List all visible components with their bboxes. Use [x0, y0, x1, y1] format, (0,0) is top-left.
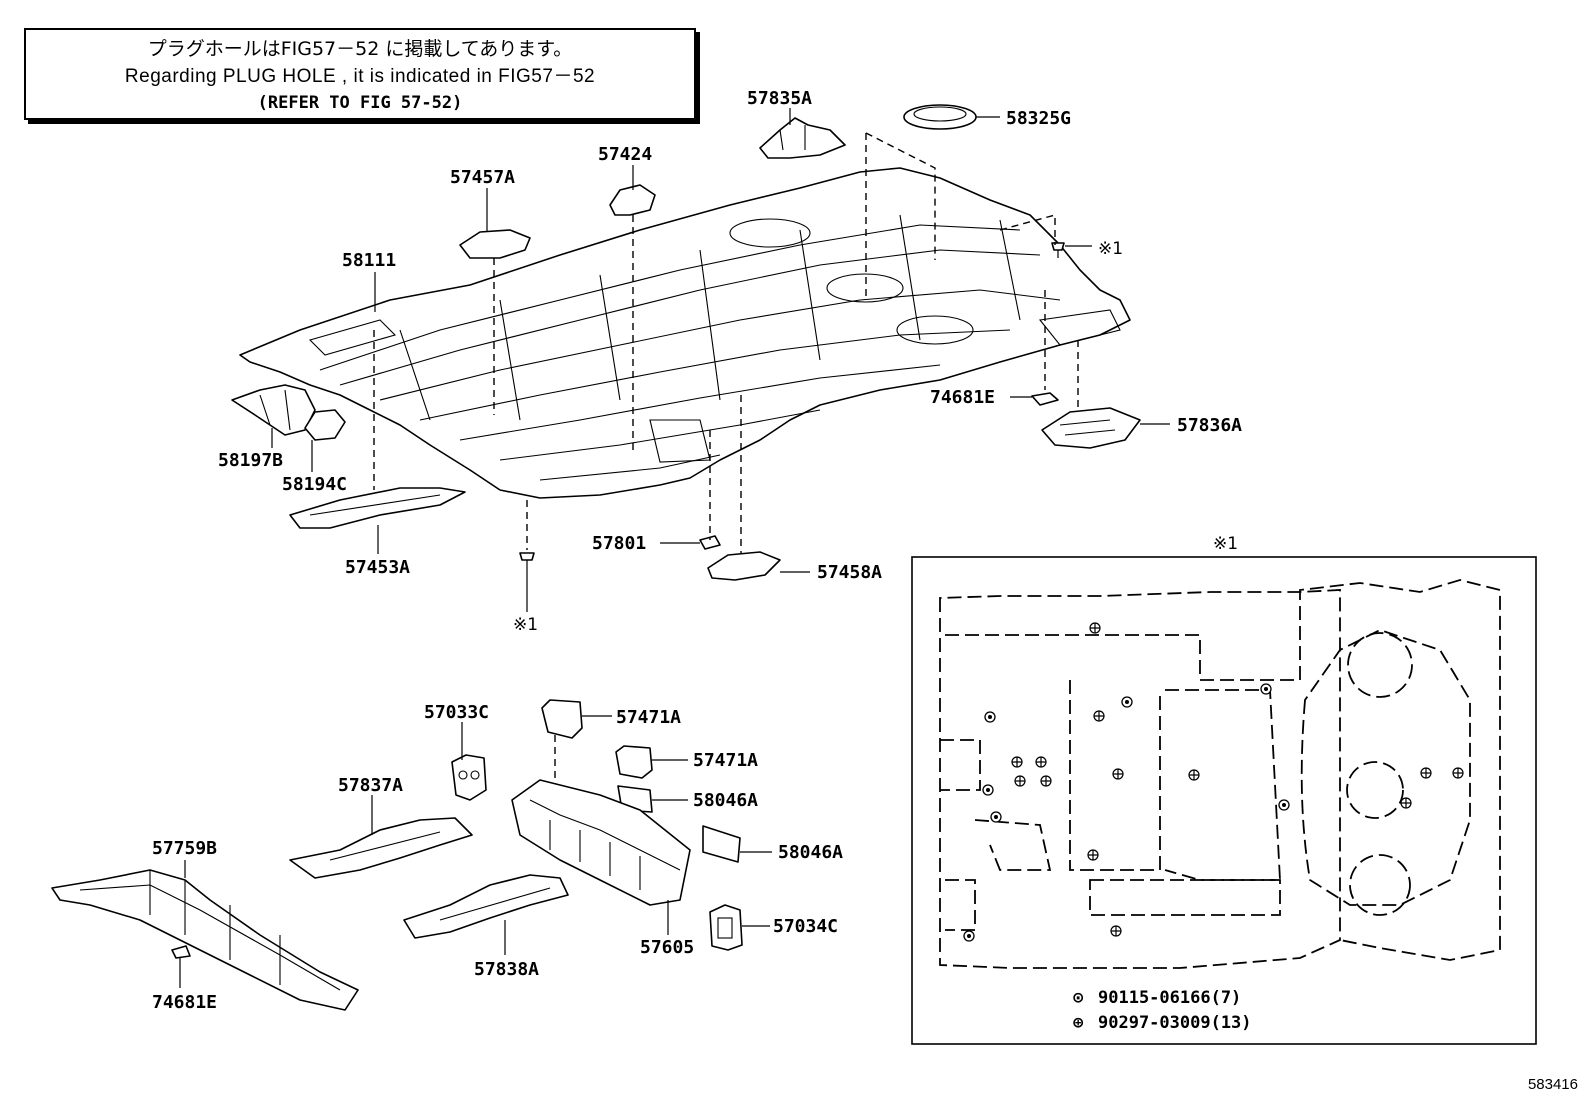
label-57838A: 57838A [474, 959, 539, 980]
label-57457A: 57457A [450, 167, 515, 188]
clip-74681E-bottom[interactable] [171, 945, 191, 959]
crossmember-57605[interactable] [511, 779, 691, 906]
bolt-bottom[interactable] [519, 552, 535, 578]
legend-plug-symbol: ⊕ [1073, 1013, 1084, 1033]
label-58194C: 58194C [282, 474, 347, 495]
label-58197B: 58197B [218, 450, 283, 471]
rail-57837A[interactable] [289, 817, 473, 879]
bracket-57458A[interactable] [707, 551, 781, 581]
bolt-marker [990, 811, 1002, 823]
legend-plug-text: 90297-03009(13) [1098, 1013, 1252, 1033]
bolt-marker [1278, 799, 1290, 811]
notice-english: Regarding PLUG HOLE , it is indicated in… [124, 66, 596, 87]
label-58046A-upper: 58046A [693, 790, 758, 811]
bracket-57457A[interactable] [459, 229, 531, 259]
label-57837A: 57837A [338, 775, 403, 796]
floor-pan-58111[interactable] [239, 167, 1131, 499]
label-58046A-lower: 58046A [778, 842, 843, 863]
bracket-57471A-lower[interactable] [615, 745, 653, 779]
bracket-58194C[interactable] [304, 409, 346, 441]
bracket-57033C[interactable] [451, 754, 487, 801]
plug-marker [1112, 768, 1124, 780]
bracket-57836A[interactable] [1041, 407, 1141, 449]
legend-bolt-symbol: ⊙ [1073, 988, 1084, 1008]
detail-legend: ⊙ 90115-06166(7) ⊕ 90297-03009(13) [1073, 988, 1252, 1033]
plug-marker [1035, 756, 1047, 768]
plug-marker [1087, 849, 1099, 861]
plug-marker [1188, 769, 1200, 781]
notice-refer: (REFER TO FIG 57-52) [257, 93, 463, 113]
reinforcement-58046A-lower[interactable] [702, 825, 741, 863]
plug-hole-notice: プラグホールはFIG57－52 に掲載してあります。 Regarding PLU… [24, 28, 696, 120]
plug-marker [1089, 622, 1101, 634]
rail-57453A[interactable] [289, 487, 466, 529]
bracket-57835A[interactable] [759, 117, 846, 159]
legend-bolt-text: 90115-06166(7) [1098, 988, 1241, 1008]
plug-marker [1420, 767, 1432, 779]
label-57033C: 57033C [424, 702, 489, 723]
bracket-58197B[interactable] [231, 384, 316, 436]
label-57759B: 57759B [152, 838, 217, 859]
notice-japanese: プラグホールはFIG57－52 に掲載してあります。 [147, 38, 573, 60]
plug-marker [1040, 775, 1052, 787]
label-57453A: 57453A [345, 557, 410, 578]
label-74681E-top: 74681E [930, 387, 995, 408]
rail-57838A[interactable] [403, 874, 569, 939]
bracket-57034C[interactable] [709, 904, 743, 951]
detail-bolt-markers [963, 683, 1290, 942]
label-57836A: 57836A [1177, 415, 1242, 436]
plug-58325G[interactable] [903, 104, 977, 130]
bolt-marker [1121, 696, 1133, 708]
detail-plug-markers [1011, 622, 1464, 937]
clip-57801[interactable] [699, 535, 721, 550]
plug-marker [1014, 775, 1026, 787]
crossmember-57759B[interactable] [51, 869, 359, 1011]
plug-marker [1093, 710, 1105, 722]
plug-marker [1400, 797, 1412, 809]
clip-74681E-top[interactable] [1031, 392, 1059, 406]
label-57835A: 57835A [747, 88, 812, 109]
bolt-marker [1260, 683, 1272, 695]
label-57034C: 57034C [773, 916, 838, 937]
plug-marker [1452, 767, 1464, 779]
label-57458A: 57458A [817, 562, 882, 583]
bolt-marker [982, 784, 994, 796]
plug-marker [1110, 925, 1122, 937]
label-58111: 58111 [342, 250, 396, 271]
plug-marker [1011, 756, 1023, 768]
diagram-code: 583416 [1527, 1076, 1578, 1093]
label-74681E-bottom: 74681E [152, 992, 217, 1013]
detail-inset-outline [939, 579, 1501, 969]
label-57801: 57801 [592, 533, 646, 554]
label-ref-bottom: ※1 [513, 615, 538, 635]
label-ref-right: ※1 [1098, 239, 1123, 259]
label-57471A-upper: 57471A [616, 707, 681, 728]
label-57471A-lower: 57471A [693, 750, 758, 771]
bracket-57471A-upper[interactable] [541, 699, 583, 739]
bolt-marker [963, 930, 975, 942]
label-58325G: 58325G [1006, 108, 1071, 129]
bracket-57424[interactable] [609, 184, 656, 216]
detail-title: ※1 [1213, 534, 1238, 554]
bolt-marker [984, 711, 996, 723]
label-57424: 57424 [598, 144, 652, 165]
label-57605: 57605 [640, 937, 694, 958]
detail-inset-frame [911, 556, 1537, 1045]
